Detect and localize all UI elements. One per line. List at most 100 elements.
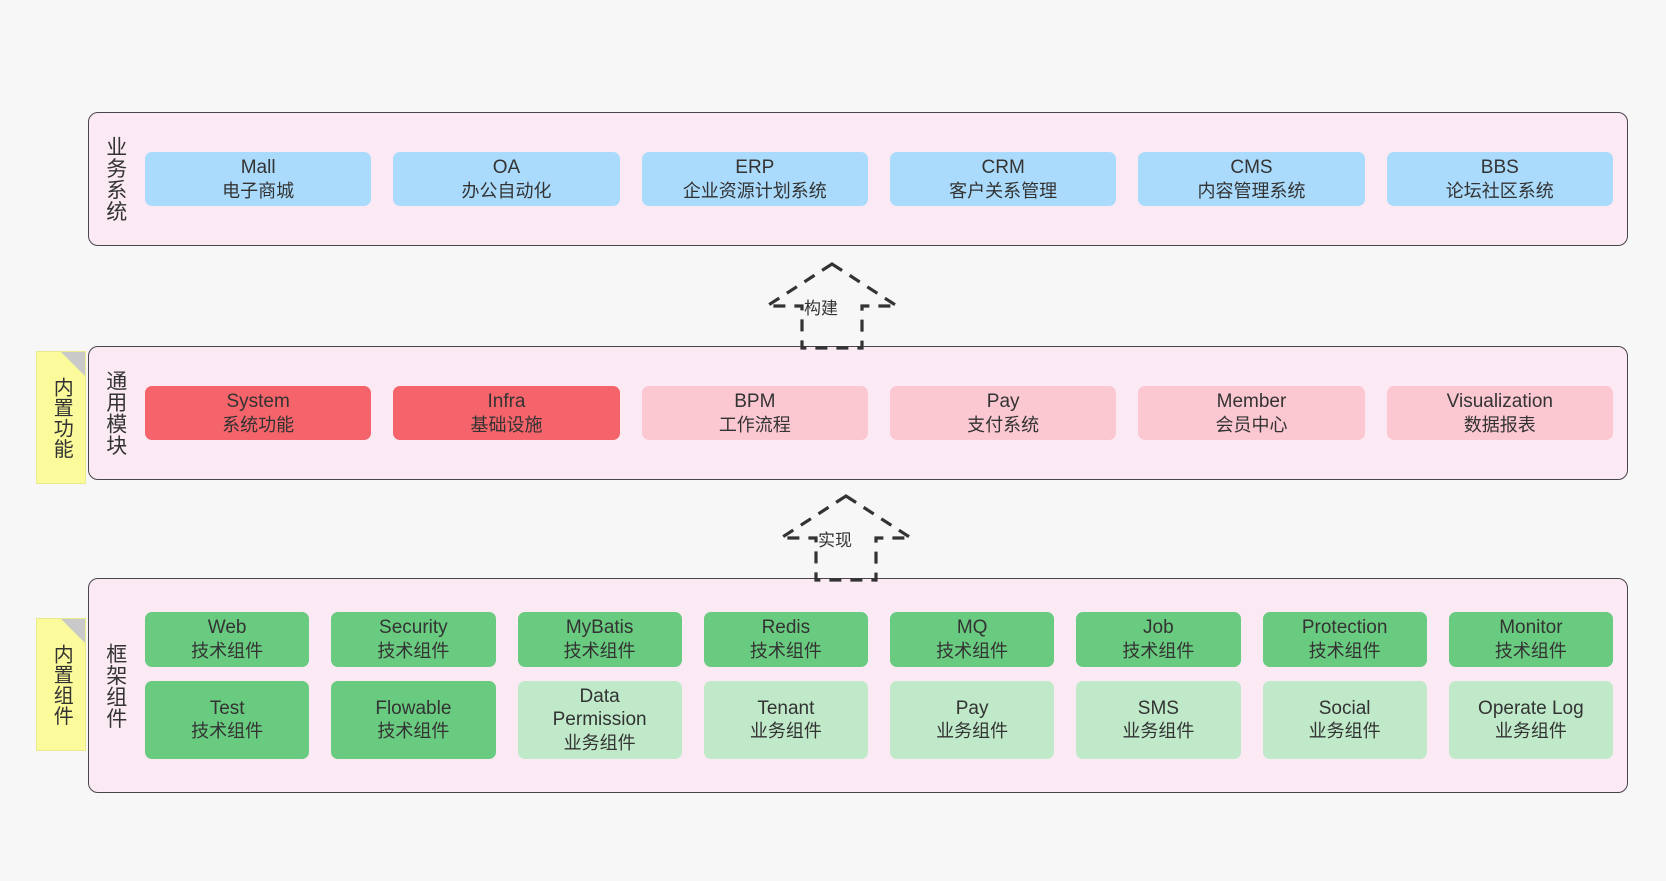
card-title-en: Visualization bbox=[1446, 390, 1553, 412]
card-title-en: MQ bbox=[956, 616, 988, 638]
sticky-note-label: 内置功能 bbox=[50, 376, 73, 459]
folded-corner-icon bbox=[61, 619, 85, 643]
card-title-cn: 支付系统 bbox=[967, 414, 1040, 435]
card-bpm[interactable]: BPM 工作流程 bbox=[641, 385, 868, 441]
card-job[interactable]: Job 技术组件 bbox=[1076, 611, 1241, 667]
card-bbs[interactable]: BBS 论坛社区系统 bbox=[1386, 151, 1613, 207]
card-title-cn: 办公自动化 bbox=[461, 180, 552, 201]
card-title-en: Pay bbox=[955, 697, 989, 719]
card-title-cn: 技术组件 bbox=[1308, 640, 1381, 661]
card-row: System 系统功能 Infra 基础设施 BPM 工作流程 Pay 支付系统… bbox=[145, 385, 1613, 441]
card-title-cn: 技术组件 bbox=[1494, 640, 1567, 661]
sticky-note-builtin-component[interactable]: 内置组件 bbox=[36, 618, 86, 751]
card-title-en: Operate Log bbox=[1478, 697, 1584, 719]
card-title-cn: 客户关系管理 bbox=[949, 180, 1058, 201]
card-title-cn: 基础设施 bbox=[470, 414, 543, 435]
card-sms[interactable]: SMS 业务组件 bbox=[1076, 680, 1241, 760]
layer-framework-component[interactable]: 框架组件 Web 技术组件 Security 技术组件 MyBatis 技术组件… bbox=[88, 578, 1628, 793]
card-title-en: CRM bbox=[981, 156, 1025, 178]
layer-common-module[interactable]: 通用模块 System 系统功能 Infra 基础设施 BPM 工作流程 Pay… bbox=[88, 346, 1628, 480]
card-title-en: Security bbox=[379, 616, 448, 638]
card-mybatis[interactable]: MyBatis 技术组件 bbox=[517, 611, 682, 667]
card-infra[interactable]: Infra 基础设施 bbox=[393, 385, 620, 441]
card-grid-business-system: Mall 电子商城 OA 办公自动化 ERP 企业资源计划系统 CRM 客户关系… bbox=[141, 113, 1627, 245]
card-title-cn: 业务组件 bbox=[1122, 721, 1195, 742]
card-operate-log[interactable]: Operate Log 业务组件 bbox=[1448, 680, 1613, 760]
card-oa[interactable]: OA 办公自动化 bbox=[393, 151, 620, 207]
card-title-cn: 业务组件 bbox=[1494, 721, 1567, 742]
card-title-en: Job bbox=[1143, 616, 1174, 638]
card-protection[interactable]: Protection 技术组件 bbox=[1262, 611, 1427, 667]
card-title-en: MyBatis bbox=[565, 616, 634, 638]
card-title-en: Member bbox=[1216, 390, 1287, 412]
layer-business-system[interactable]: 业务系统 Mall 电子商城 OA 办公自动化 ERP 企业资源计划系统 CRM… bbox=[88, 112, 1628, 246]
card-web[interactable]: Web 技术组件 bbox=[145, 611, 310, 667]
connector-build: 构建 bbox=[752, 258, 912, 350]
card-title-en: Redis bbox=[761, 616, 811, 638]
card-grid-framework-component: Web 技术组件 Security 技术组件 MyBatis 技术组件 Redi… bbox=[141, 579, 1627, 792]
card-title-en: Infra bbox=[487, 390, 526, 412]
card-test[interactable]: Test 技术组件 bbox=[145, 680, 310, 760]
layer-title-framework-component: 框架组件 bbox=[103, 642, 127, 729]
card-member[interactable]: Member 会员中心 bbox=[1138, 385, 1365, 441]
folded-corner-icon bbox=[61, 352, 85, 376]
card-title-en: Flowable bbox=[375, 697, 452, 719]
card-social[interactable]: Social 业务组件 bbox=[1262, 680, 1427, 760]
card-title-cn: 电子商城 bbox=[222, 180, 295, 201]
card-title-en: Data Permission bbox=[552, 685, 647, 731]
card-title-en: SMS bbox=[1137, 697, 1179, 719]
card-title-en: Protection bbox=[1301, 616, 1388, 638]
card-title-cn: 技术组件 bbox=[191, 721, 264, 742]
card-title-cn: 业务组件 bbox=[1308, 721, 1381, 742]
card-title-cn: 论坛社区系统 bbox=[1445, 180, 1554, 201]
card-tenant[interactable]: Tenant 业务组件 bbox=[703, 680, 868, 760]
card-title-cn: 系统功能 bbox=[222, 414, 295, 435]
card-row: Test 技术组件 Flowable 技术组件 Data Permission … bbox=[145, 680, 1613, 760]
card-system[interactable]: System 系统功能 bbox=[145, 385, 372, 441]
card-flowable[interactable]: Flowable 技术组件 bbox=[331, 680, 496, 760]
card-title-en: Pay bbox=[986, 390, 1020, 412]
card-title-cn: 数据报表 bbox=[1463, 414, 1536, 435]
card-mq[interactable]: MQ 技术组件 bbox=[890, 611, 1055, 667]
card-monitor[interactable]: Monitor 技术组件 bbox=[1448, 611, 1613, 667]
card-title-cn: 技术组件 bbox=[1122, 640, 1195, 661]
card-title-en: Tenant bbox=[757, 697, 815, 719]
card-title-cn: 会员中心 bbox=[1215, 414, 1288, 435]
card-pay[interactable]: Pay 支付系统 bbox=[889, 385, 1117, 441]
card-title-cn: 工作流程 bbox=[718, 414, 791, 435]
card-title-en: ERP bbox=[735, 156, 775, 178]
sticky-note-label: 内置组件 bbox=[50, 643, 73, 726]
card-title-en: Test bbox=[209, 697, 245, 719]
card-security[interactable]: Security 技术组件 bbox=[331, 611, 496, 667]
card-erp[interactable]: ERP 企业资源计划系统 bbox=[641, 151, 868, 207]
layer-title-common-module: 通用模块 bbox=[103, 370, 127, 456]
card-title-cn: 内容管理系统 bbox=[1197, 180, 1306, 201]
card-visualization[interactable]: Visualization 数据报表 bbox=[1386, 385, 1613, 441]
card-redis[interactable]: Redis 技术组件 bbox=[703, 611, 868, 667]
card-title-en: Social bbox=[1318, 697, 1371, 719]
card-title-en: Web bbox=[207, 616, 247, 638]
sticky-note-builtin-function[interactable]: 内置功能 bbox=[36, 351, 86, 484]
card-title-cn: 技术组件 bbox=[936, 640, 1009, 661]
card-title-en: Monitor bbox=[1499, 616, 1563, 638]
card-mall[interactable]: Mall 电子商城 bbox=[145, 151, 372, 207]
card-title-en: BPM bbox=[734, 390, 776, 412]
connector-implement: 实现 bbox=[766, 490, 926, 582]
connector-label-implement: 实现 bbox=[818, 531, 852, 550]
card-row: Mall 电子商城 OA 办公自动化 ERP 企业资源计划系统 CRM 客户关系… bbox=[145, 151, 1613, 207]
card-title-en: Mall bbox=[240, 156, 276, 178]
card-title-cn: 技术组件 bbox=[749, 640, 822, 661]
card-title-en: System bbox=[226, 390, 290, 412]
card-title-cn: 业务组件 bbox=[563, 733, 636, 754]
card-title-cn: 业务组件 bbox=[749, 721, 822, 742]
card-title-en: BBS bbox=[1480, 156, 1519, 178]
card-title-cn: 企业资源计划系统 bbox=[682, 180, 827, 201]
card-title-cn: 技术组件 bbox=[563, 640, 636, 661]
card-data-permission[interactable]: Data Permission 业务组件 bbox=[517, 680, 682, 760]
card-cms[interactable]: CMS 内容管理系统 bbox=[1138, 151, 1365, 207]
card-title-en: CMS bbox=[1230, 156, 1273, 178]
card-crm[interactable]: CRM 客户关系管理 bbox=[889, 151, 1117, 207]
card-row: Web 技术组件 Security 技术组件 MyBatis 技术组件 Redi… bbox=[145, 611, 1613, 667]
card-pay-business[interactable]: Pay 业务组件 bbox=[890, 680, 1055, 760]
